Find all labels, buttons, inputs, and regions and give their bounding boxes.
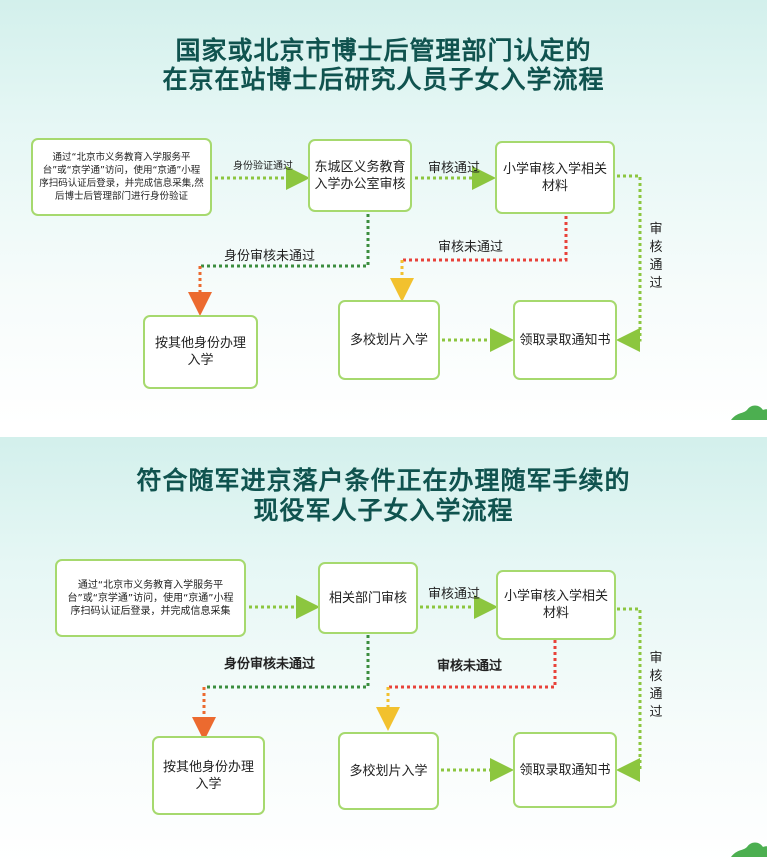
arrow-primary-fail [388,640,557,689]
box-related-dept: 相关部门审核 [318,562,418,634]
panel-title-line1: 符合随军进京落户条件正在办理随军手续的 [136,466,631,495]
label-review-pass: 审核通过 [428,587,481,602]
arrow-primary-pass [616,607,642,782]
hill-decoration [731,405,767,420]
panel-title-line2: 在京在站博士后研究人员子女入学流程 [162,65,605,94]
box-other-identity: 按其他身份办理入学 [143,315,258,389]
box-admission-notice: 领取录取通知书 [513,300,617,380]
flowchart-panel-military: 符合随军进京落户条件正在办理随军手续的 现役军人子女入学流程 通过“北京市义务教… [0,437,767,864]
box-start: 通过“北京市义务教育入学服务平台”或“京学通”访问，使用“京通”小程序扫码认证后… [55,559,246,637]
flow-connectors [192,595,642,782]
arrow-review-fail [200,214,370,268]
label-vertical-pass: 审核通过 [649,222,663,291]
box-start: 通过“北京市义务教育入学服务平台”或“京学通”访问，使用“京通”小程序扫码认证后… [31,138,212,216]
label-identity-pass: 身份验证通过 [233,161,293,172]
label-review-fail: 审核未通过 [437,659,503,674]
label-vertical-pass: 审核通过 [649,651,663,720]
box-primary-review: 小学审核入学相关材料 [495,141,615,214]
label-identity-fail: 身份审核未通过 [224,657,316,672]
box-other-identity: 按其他身份办理入学 [152,736,265,815]
arrow-primary-pass [616,174,642,352]
box-admission-notice: 领取录取通知书 [513,732,617,808]
label-review-fail: 审核未通过 [438,240,504,255]
panel-title-line2: 现役军人子女入学流程 [253,496,514,525]
label-identity-fail: 身份审核未通过 [224,249,316,264]
flow-connectors [188,166,642,352]
box-multi-school: 多校划片入学 [338,300,440,380]
box-review-office: 东城区义务教育入学办公室审核 [308,139,412,212]
arrow-primary-fail [402,216,568,262]
box-multi-school: 多校划片入学 [338,732,439,810]
label-review-pass: 审核通过 [428,161,481,176]
hill-decoration [731,842,767,857]
flowchart-panel-postdoc: 国家或北京市博士后管理部门认定的 在京在站博士后研究人员子女入学流程 通过“北京… [0,0,767,427]
panel-title-line1: 国家或北京市博士后管理部门认定的 [175,36,592,65]
box-primary-review: 小学审核入学相关材料 [496,570,616,640]
